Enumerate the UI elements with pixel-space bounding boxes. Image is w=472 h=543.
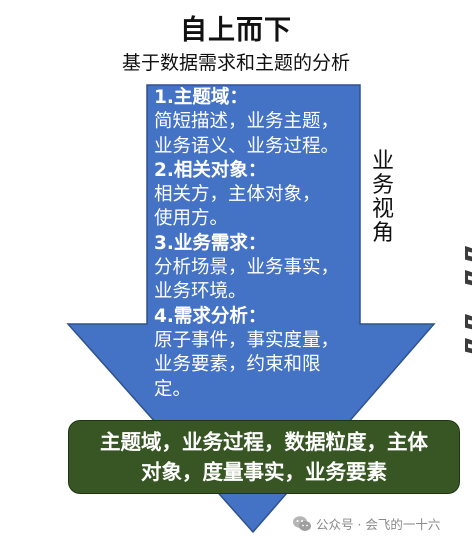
result-line: 主题域，业务过程，数据粒度，主体 xyxy=(100,430,428,454)
requirement-sections: 1.主题域： 简短描述，业务主题， 业务语义、业务过程。 2.相关对象： 相关方… xyxy=(154,86,354,402)
section-subject-area: 1.主题域： 简短描述，业务主题， 业务语义、业务过程。 xyxy=(154,86,354,159)
section-line: 业务要素，约束和限 xyxy=(154,354,321,376)
result-summary-box: 主题域，业务过程，数据粒度，主体 对象，度量事实，业务要素 xyxy=(68,420,460,494)
section-heading: 1.主题域： xyxy=(154,87,248,108)
page-subtitle: 基于数据需求和主题的分析 xyxy=(121,52,350,74)
section-requirement-analysis: 4.需求分析： 原子事件，事实度量， 业务要素，约束和限 定。 xyxy=(154,305,354,402)
side-label-char: 业 xyxy=(371,149,394,174)
section-line: 原子事件，事实度量， xyxy=(154,329,340,351)
side-label-char: 务 xyxy=(371,173,394,198)
section-related-objects: 2.相关对象： 相关方，主体对象， 使用方。 xyxy=(154,159,354,232)
section-line: 分析场景，业务事实， xyxy=(154,257,340,279)
section-line: 业务环境。 xyxy=(154,281,247,303)
page-title: 自上而下 xyxy=(180,15,292,46)
cropped-glyph xyxy=(465,314,472,330)
watermark: 公众号 · 会飞的一十六 xyxy=(292,514,440,533)
result-line: 对象，度量事实，业务要素 xyxy=(141,460,387,484)
section-line: 业务语义、业务过程。 xyxy=(154,135,340,157)
section-line: 简短描述，业务主题， xyxy=(154,111,340,133)
cropped-glyph xyxy=(465,246,472,262)
cropped-glyph xyxy=(465,270,472,286)
side-label-char: 角 xyxy=(371,221,394,246)
business-perspective-label: 业 务 视 角 xyxy=(368,150,398,246)
cropped-glyph xyxy=(465,338,472,354)
section-line: 使用方。 xyxy=(154,208,229,230)
section-line: 定。 xyxy=(154,378,192,400)
section-heading: 2.相关对象： xyxy=(154,159,267,181)
section-heading: 4.需求分析： xyxy=(154,305,267,327)
section-line: 相关方，主体对象， xyxy=(154,184,321,206)
section-heading: 3.业务需求： xyxy=(154,232,267,254)
section-business-requirements: 3.业务需求： 分析场景，业务事实， 业务环境。 xyxy=(154,232,354,305)
wechat-icon xyxy=(293,515,311,531)
side-label-char: 视 xyxy=(371,197,394,222)
cropped-edge-text xyxy=(465,246,472,362)
watermark-text: 公众号 · 会飞的一十六 xyxy=(316,517,441,532)
